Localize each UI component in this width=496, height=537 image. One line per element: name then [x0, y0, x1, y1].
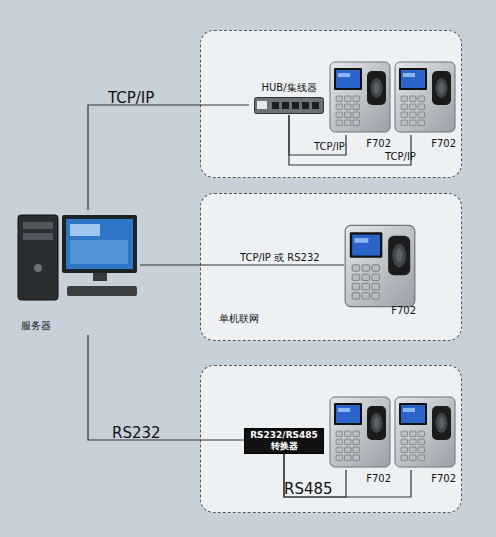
hub-device	[254, 97, 324, 114]
node-label: F702	[431, 473, 456, 484]
network-group: HUB/集线器 F702 F702	[200, 30, 462, 178]
node-label: F702	[366, 138, 391, 149]
fingerprint-terminal	[344, 224, 416, 308]
fingerprint-terminal	[394, 61, 456, 133]
hub-node: HUB/集线器	[249, 81, 329, 115]
node-label: F702	[391, 305, 416, 316]
server-node: 服务器	[15, 210, 140, 335]
node-label: F702	[366, 473, 391, 484]
fingerprint-terminal	[329, 396, 391, 468]
connection-label: TCP/IP	[314, 141, 345, 152]
converter-box: RS232/RS485 转换器	[244, 428, 324, 454]
connection-label: TCP/IP 或 RS232	[240, 251, 320, 265]
connection-label: RS232	[112, 424, 161, 442]
device-node: F702	[394, 61, 456, 149]
device-node: F702	[394, 396, 456, 484]
node-label: F702	[431, 138, 456, 149]
device-node: F702	[344, 224, 416, 316]
node-label: RS232/RS485 转换器	[245, 430, 323, 452]
node-label: 服务器	[21, 319, 51, 333]
node-label: 单机联网	[219, 312, 259, 326]
connection-label: TCP/IP	[108, 89, 154, 107]
network-group: 单机联网 F702	[200, 193, 462, 341]
connection-label: TCP/IP	[385, 151, 416, 162]
node-label: HUB/集线器	[249, 81, 329, 95]
device-node: F702	[329, 61, 391, 149]
server-computer	[15, 210, 140, 305]
device-node: F702	[329, 396, 391, 484]
fingerprint-terminal	[394, 396, 456, 468]
connection-label: RS485	[284, 480, 333, 498]
fingerprint-terminal	[329, 61, 391, 133]
